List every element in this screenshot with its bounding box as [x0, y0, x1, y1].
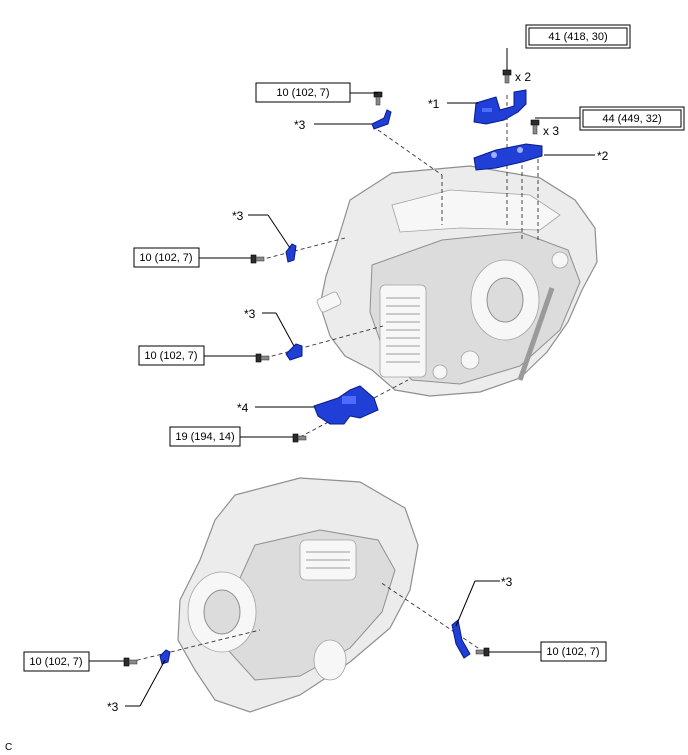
- cover-ribs: [386, 297, 420, 363]
- torque-label: 19 (194, 14): [175, 431, 234, 443]
- callout-part-3: *3: [294, 118, 306, 132]
- leader-lines: [89, 48, 595, 707]
- torque-box-lower-right: 10 (102, 7): [540, 641, 607, 662]
- part-1-bracket: [473, 89, 527, 125]
- callout-part-3: *3: [232, 209, 244, 223]
- part-3-clamp-lower-left: [159, 649, 171, 665]
- torque-box-upper-clamp: 10 (102, 7): [255, 82, 351, 103]
- torque-label: 10 (102, 7): [29, 656, 82, 668]
- part-3-clamp-left-b: [285, 343, 303, 361]
- quantity-label: x 3: [543, 124, 559, 138]
- callout-part-3: *3: [501, 575, 513, 589]
- part-3-clamp-lower-right: [451, 619, 471, 659]
- part-4-mount-bracket: [313, 385, 379, 425]
- callout-part-4: *4: [237, 401, 249, 415]
- torque-label: 10 (102, 7): [139, 252, 192, 264]
- callout-part-3: *3: [244, 307, 256, 321]
- bolt-icon-top-pair: [502, 69, 512, 84]
- quantity-label: x 2: [515, 70, 531, 84]
- bolt-icon-left-b: [255, 353, 270, 363]
- bolt-icon-bottom-mount: [292, 433, 307, 443]
- part-3-clamp-upper: [371, 109, 392, 130]
- torque-box-top-triple: 44 (449, 32): [579, 106, 685, 131]
- torque-box-bottom-mount: 19 (194, 14): [169, 426, 241, 447]
- part-3-clamp-left-a: [285, 243, 297, 263]
- torque-label: 10 (102, 7): [144, 350, 197, 362]
- part-2-bracket: [473, 143, 543, 171]
- callout-part-2: *2: [597, 149, 609, 163]
- torque-box-top-pair: 41 (418, 30): [525, 24, 631, 49]
- bolt-icon-top-triple: [530, 119, 540, 135]
- torque-box-left-b: 10 (102, 7): [138, 345, 205, 366]
- figure-code: C: [5, 742, 12, 753]
- torque-box-lower-left: 10 (102, 7): [23, 651, 90, 672]
- bolt-icon-lower-left: [123, 657, 138, 667]
- bolt-icon-lower-right: [475, 647, 490, 657]
- bolt-icon-upper-clamp: [373, 91, 383, 106]
- callout-part-1: *1: [428, 97, 440, 111]
- callout-part-3: *3: [107, 700, 119, 714]
- bolt-icon-left-a: [250, 254, 265, 264]
- torque-label: 10 (102, 7): [276, 87, 329, 99]
- torque-label: 44 (449, 32): [602, 113, 661, 125]
- torque-label: 41 (418, 30): [548, 31, 607, 43]
- transaxle-upper-view: [316, 165, 598, 397]
- transaxle-lower-view: [177, 477, 419, 713]
- torque-label: 10 (102, 7): [546, 646, 599, 658]
- torque-box-left-a: 10 (102, 7): [133, 247, 200, 268]
